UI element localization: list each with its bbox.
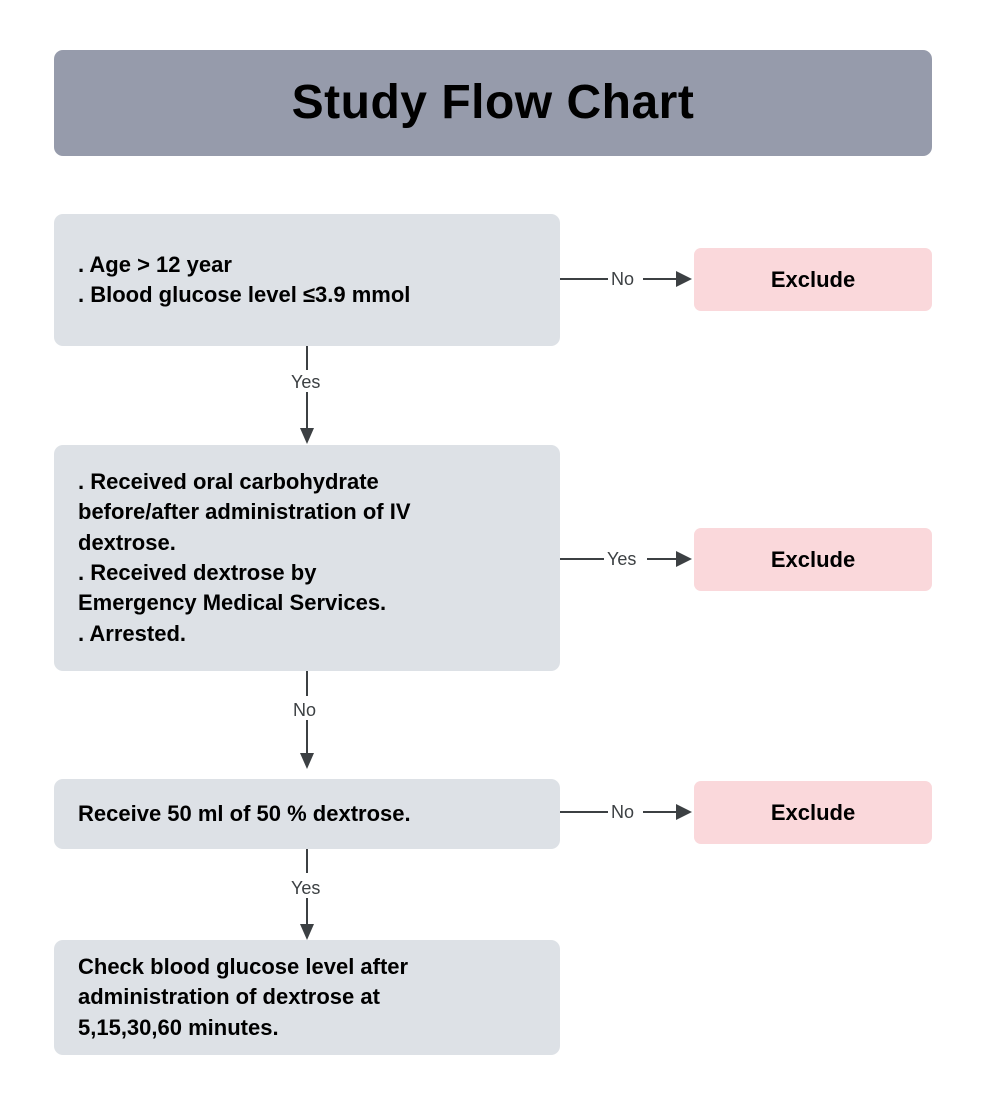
- connector-eligibility-to-exclude-right: [643, 278, 680, 280]
- node-followup-line-2: administration of dextrose at: [78, 984, 380, 1010]
- connector-intervention-to-exclude-left: [560, 811, 612, 813]
- node-exclusion-criteria-line-1: . Received oral carbohydrate: [78, 468, 379, 494]
- node-eligibility: . Age > 12 year . Blood glucose level ≤3…: [54, 214, 560, 346]
- chart-title-banner: Study Flow Chart: [54, 50, 932, 156]
- exclude-2-label: Exclude: [770, 546, 856, 572]
- exclude-1-label: Exclude: [770, 266, 856, 292]
- node-exclusion-criteria-line-4: . Received dextrose by: [78, 560, 317, 585]
- node-eligibility-line-1: . Age > 12 year: [78, 251, 232, 277]
- arrowhead-to-followup: [300, 924, 314, 940]
- node-exclude-2: Exclude: [694, 528, 932, 591]
- node-intervention-line-1: Receive 50 ml of 50 % dextrose.: [78, 800, 411, 826]
- edge-label-branch-2: Yes: [604, 549, 640, 569]
- edge-label-branch-3: No: [608, 802, 638, 822]
- connector-exclusion-down-upper: [306, 671, 308, 696]
- node-exclude-3: Exclude: [694, 781, 932, 844]
- connector-intervention-down-lower: [306, 898, 308, 926]
- edge-label-flow-1: Yes: [288, 372, 324, 392]
- edge-label-branch-1: No: [608, 269, 638, 289]
- node-exclusion-criteria-line-2: before/after administration of IV: [78, 499, 411, 525]
- node-exclusion-criteria-line-3: dextrose.: [78, 529, 176, 555]
- arrowhead-to-exclude-3: [676, 804, 692, 820]
- arrowhead-to-exclude-2: [676, 551, 692, 567]
- connector-exclusion-to-exclude-left: [560, 558, 608, 560]
- arrowhead-to-exclusion-criteria: [300, 428, 314, 444]
- edge-label-flow-2: No: [290, 700, 320, 720]
- page-title: Study Flow Chart: [291, 76, 695, 129]
- connector-eligibility-down-lower: [306, 392, 308, 430]
- node-exclude-1: Exclude: [694, 248, 932, 311]
- node-followup-line-3: 5,15,30,60 minutes.: [78, 1014, 279, 1040]
- edge-label-flow-3: Yes: [288, 878, 324, 898]
- node-followup-line-1: Check blood glucose level after: [78, 953, 409, 979]
- node-followup: Check blood glucose level after administ…: [54, 940, 560, 1055]
- exclude-3-label: Exclude: [770, 799, 856, 825]
- node-intervention: Receive 50 ml of 50 % dextrose.: [54, 779, 560, 849]
- node-eligibility-line-2: . Blood glucose level ≤3.9 mmol: [78, 282, 411, 307]
- node-exclusion-criteria-line-6: . Arrested.: [78, 620, 187, 646]
- connector-exclusion-down-lower: [306, 720, 308, 755]
- arrowhead-to-intervention: [300, 753, 314, 769]
- node-exclusion-criteria: . Received oral carbohydrate before/afte…: [54, 445, 560, 671]
- connector-intervention-down-upper: [306, 849, 308, 873]
- connector-eligibility-down-upper: [306, 346, 308, 370]
- connector-exclusion-to-exclude-right: [647, 558, 680, 560]
- node-exclusion-criteria-line-5: Emergency Medical Services.: [78, 590, 387, 616]
- arrowhead-to-exclude-1: [676, 271, 692, 287]
- connector-intervention-to-exclude-right: [643, 811, 680, 813]
- connector-eligibility-to-exclude-left: [560, 278, 612, 280]
